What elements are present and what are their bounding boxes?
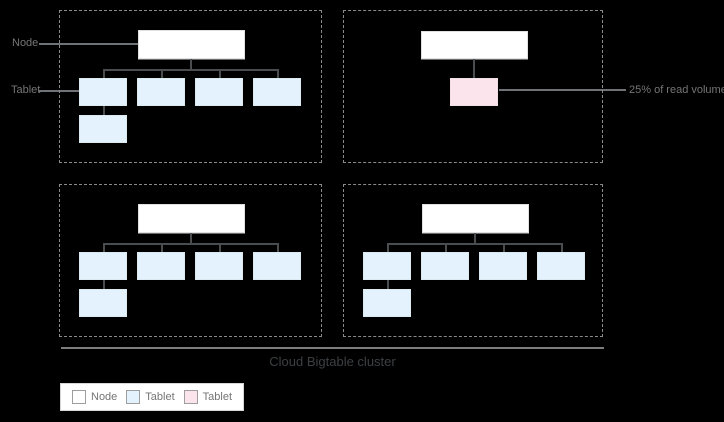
node-box	[138, 204, 245, 233]
connector-stub	[190, 59, 192, 70]
legend-item: Tablet	[183, 390, 233, 404]
connector-drop	[219, 243, 221, 252]
connector-link	[387, 280, 389, 289]
read-volume-leader-line	[499, 89, 626, 91]
legend-swatch-hot-tablet	[183, 390, 198, 404]
legend-item-label: Tablet	[145, 390, 175, 403]
node-box	[422, 204, 529, 233]
tablet-box	[137, 78, 185, 106]
tablet-box	[421, 252, 469, 280]
connector-drop	[387, 243, 389, 252]
connector-drop	[277, 69, 279, 78]
legend-swatch-tablet	[126, 390, 141, 404]
node-annotation-label: Node	[12, 37, 39, 49]
tablet-box	[253, 252, 301, 280]
connector-link	[103, 106, 105, 115]
connector-bus	[387, 243, 563, 245]
read-volume-annotation-label: 25% of read volume	[629, 84, 724, 96]
node-group-3	[59, 184, 322, 337]
tablet-leader-line	[39, 90, 81, 92]
connector-drop	[503, 243, 505, 252]
connector-stub	[473, 59, 475, 78]
connector-stub	[474, 233, 476, 244]
legend-item: Node	[72, 390, 117, 404]
tablet-box	[195, 78, 243, 106]
connector-drop	[445, 243, 447, 252]
tablet-box	[79, 289, 127, 317]
connector-drop	[277, 243, 279, 252]
hot-tablet-box	[450, 78, 498, 106]
legend-item: Tablet	[126, 390, 175, 404]
connector-bus	[103, 69, 279, 71]
connector-drop	[103, 243, 105, 252]
tablet-box	[363, 252, 411, 280]
node-leader-line	[39, 43, 139, 45]
tablet-box	[137, 252, 185, 280]
tablet-box	[363, 289, 411, 317]
connector-drop	[561, 243, 563, 252]
legend-item-label: Node	[91, 390, 118, 403]
tablet-box	[253, 78, 301, 106]
tablet-annotation-label: Tablet	[11, 84, 41, 96]
tablet-box	[79, 115, 127, 143]
legend-swatch-node	[72, 390, 86, 404]
connector-drop	[219, 69, 221, 78]
tablet-box	[195, 252, 243, 280]
node-box	[421, 31, 528, 59]
node-box	[138, 30, 245, 59]
tablet-box	[479, 252, 527, 280]
legend: Node Tablet Tablet	[60, 383, 245, 411]
legend-item-label: Tablet	[202, 390, 233, 403]
connector-stub	[190, 233, 192, 244]
connector-link	[103, 280, 105, 289]
node-group-2	[343, 10, 603, 163]
cluster-label: Cloud Bigtable cluster	[269, 354, 396, 369]
connector-drop	[161, 243, 163, 252]
tablet-box	[79, 252, 127, 280]
node-group-1	[59, 10, 322, 163]
connector-drop	[161, 69, 163, 78]
cluster-divider-line	[61, 347, 604, 349]
connector-drop	[103, 69, 105, 78]
tablet-box	[537, 252, 585, 280]
node-group-4	[343, 184, 603, 337]
connector-bus	[103, 243, 279, 245]
tablet-box	[79, 78, 127, 106]
